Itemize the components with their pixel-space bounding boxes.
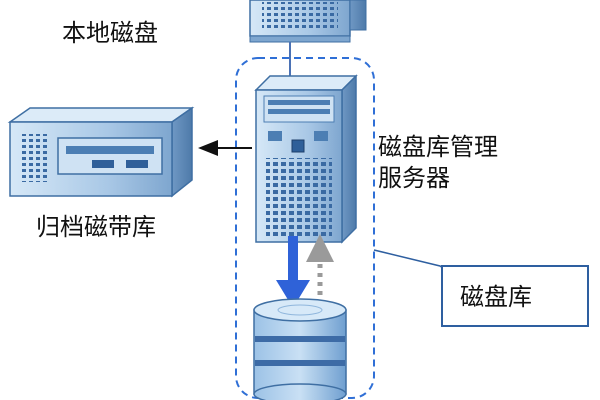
tape-library-icon bbox=[7, 106, 195, 198]
disk-library-label: 磁盘库 bbox=[460, 283, 532, 311]
tower-server-icon bbox=[254, 74, 358, 244]
top-server-icon bbox=[249, 0, 367, 43]
disk-stack-icon bbox=[253, 298, 347, 400]
archive-arrow bbox=[198, 140, 252, 156]
disk-library-callout-box bbox=[441, 265, 589, 327]
tape-library-label: 归档磁带库 bbox=[36, 213, 156, 241]
callout-connector bbox=[373, 249, 447, 271]
server-label: 磁盘库管理服务器 bbox=[378, 133, 498, 193]
local-disk-label: 本地磁盘 bbox=[62, 19, 158, 47]
write-arrow bbox=[276, 236, 310, 308]
read-arrow bbox=[306, 234, 334, 298]
